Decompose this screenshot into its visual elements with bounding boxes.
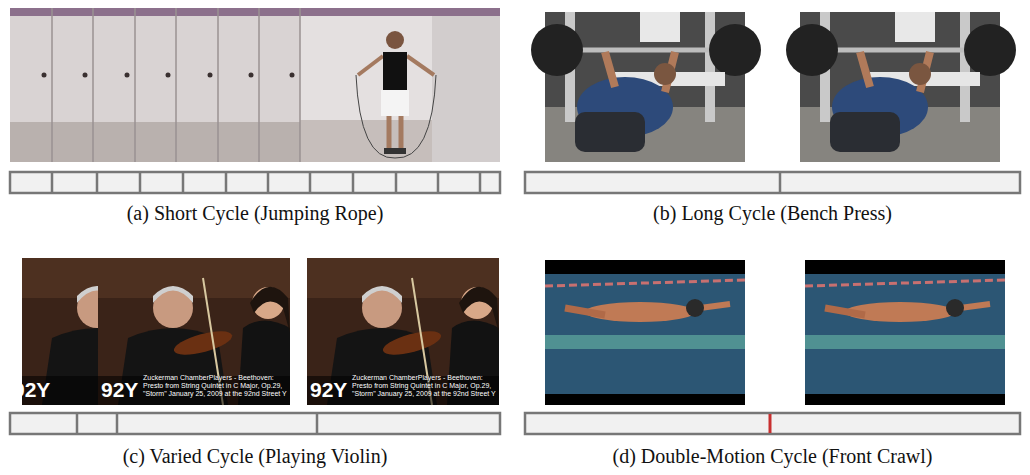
- video-watermark: 92Y: [310, 378, 354, 402]
- timeline-bar: [10, 172, 1020, 434]
- video-watermark: 92Y: [13, 378, 57, 402]
- video-overlay-text: Zuckerman ChamberPlayers - Beethoven: Pr…: [143, 374, 291, 398]
- panel-caption: (b) Long Cycle (Bench Press): [525, 201, 1020, 225]
- panel-caption: (d) Double-Motion Cycle (Front Crawl): [525, 444, 1020, 468]
- motion-divider: [769, 414, 772, 433]
- jump-rope-frames: [10, 8, 500, 162]
- video-watermark: 92Y: [101, 378, 145, 402]
- panel-caption: (a) Short Cycle (Jumping Rope): [10, 201, 500, 225]
- panel-caption: (c) Varied Cycle (Playing Violin): [10, 444, 500, 468]
- video-overlay-text: Zuckerman ChamberPlayers - Beethoven: Pr…: [352, 374, 500, 398]
